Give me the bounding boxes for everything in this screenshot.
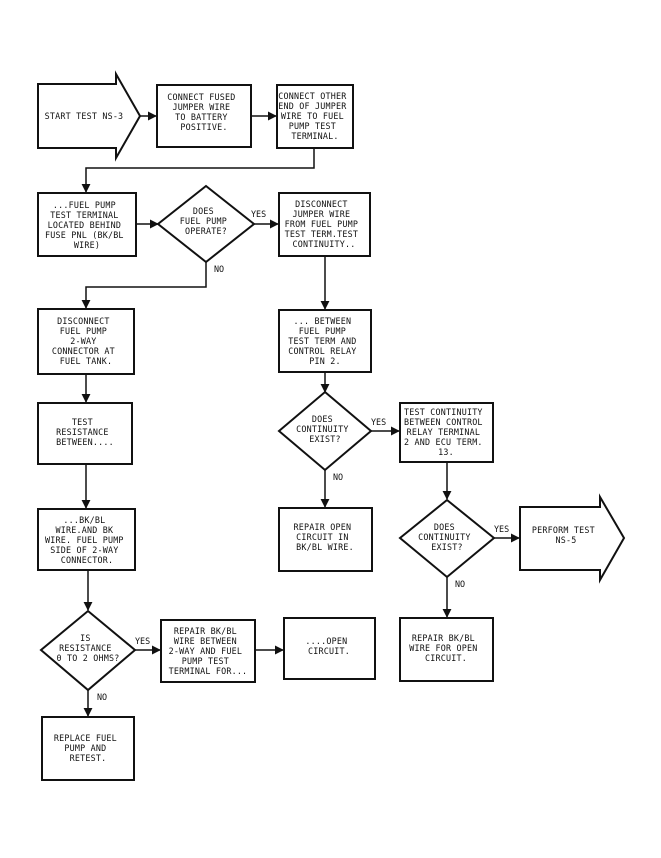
decision-continuity-exist-1: DOES CONTINUITY EXIST? xyxy=(277,390,373,472)
svg-text:REPAIR BK/BL WIRE BETWEE: REPAIR BK/BL WIRE BETWEEN 2-WAY AND FUEL… xyxy=(169,626,248,676)
decision-continuity-exist-2: DOES CONTINUITY EXIST? xyxy=(398,498,496,579)
decision-resistance-0-to-2-ohms: IS RESISTANCE 0 TO 2 OHMS? xyxy=(39,609,137,692)
connector-d1-n5 xyxy=(81,262,207,309)
svg-text:CONNECT FUSED JUMPER WIR: CONNECT FUSED JUMPER WIRE TO BATTERY POS… xyxy=(167,92,240,132)
node-test-continuity-relay-ecu: TEST CONTINUITY BETWEEN CONTROL RELAY TE… xyxy=(399,402,494,463)
start-label: START TEST NS-3 xyxy=(45,111,124,121)
d2-no-label: NO xyxy=(333,472,343,482)
decision-fuel-pump-operate: DOES FUEL PUMP OPERATE? xyxy=(156,184,256,264)
svg-text:....OPEN CIRCUIT.: ....OPEN CIRCUIT. xyxy=(305,636,352,656)
svg-text:DOES FUEL PUMP OPE: DOES FUEL PUMP OPERATE? xyxy=(180,206,232,236)
d3-yes-label: YES xyxy=(494,524,509,534)
node-connect-fused-jumper: CONNECT FUSED JUMPER WIRE TO BATTERY POS… xyxy=(156,84,252,148)
d3-no-label: NO xyxy=(455,579,465,589)
d4-yes-label: YES xyxy=(135,636,150,646)
svg-text:DOES CONTINUITY EX: DOES CONTINUITY EXIST? xyxy=(296,414,354,444)
node-fuel-pump-test-terminal: ...FUEL PUMP TEST TERMINAL LOCATED BEHIN… xyxy=(37,192,137,257)
connector-n2-n3 xyxy=(81,148,315,193)
node-test-resistance-between: TEST RESISTANCE BETWEEN.... xyxy=(37,402,133,465)
svg-text:IS RESISTANCE 0 TO: IS RESISTANCE 0 TO 2 OHMS? xyxy=(57,633,120,663)
svg-text:TEST RESISTANCE BE: TEST RESISTANCE BETWEEN.... xyxy=(56,417,114,447)
node-bk-bl-wire-fuel-pump-side: ...BK/BL WIRE.AND BK WIRE. FUEL PUMP SID… xyxy=(37,508,136,571)
svg-text:DISCONNECT FUEL PUMP: DISCONNECT FUEL PUMP 2-WAY CONNECTOR AT … xyxy=(52,316,120,366)
svg-text:...FUEL PUMP TEST TERMIN: ...FUEL PUMP TEST TERMINAL LOCATED BEHIN… xyxy=(45,200,129,250)
svg-text:DISCONNECT JUMPER WIRE: DISCONNECT JUMPER WIRE FROM FUEL PUMP TE… xyxy=(285,199,364,249)
svg-text:REPLACE FUEL PUMP AND: REPLACE FUEL PUMP AND RETEST. xyxy=(54,733,122,763)
branch-labels: YES NO YES NO YES NO YES NO xyxy=(97,209,509,702)
start-node: START TEST NS-3 xyxy=(37,70,142,162)
svg-text:...BK/BL WIRE.AND BK: ...BK/BL WIRE.AND BK WIRE. FUEL PUMP SID… xyxy=(45,515,129,565)
d1-no-label: NO xyxy=(214,264,224,274)
node-repair-bk-bl-wire-between: REPAIR BK/BL WIRE BETWEEN 2-WAY AND FUEL… xyxy=(160,619,256,683)
node-between-fuel-pump-control-relay: ... BETWEEN FUEL PUMP TEST TERM AND CONT… xyxy=(278,309,372,373)
svg-text:CONNECT OTHER END OF JUM: CONNECT OTHER END OF JUMPER WIRE TO FUEL… xyxy=(278,91,351,141)
svg-text:REPAIR OPEN CIRCUIT IN: REPAIR OPEN CIRCUIT IN BK/BL WIRE. xyxy=(294,522,357,552)
node-replace-fuel-pump-retest: REPLACE FUEL PUMP AND RETEST. xyxy=(41,716,135,781)
svg-text:TEST CONTINUITY BETWEEN: TEST CONTINUITY BETWEEN CONTROL RELAY TE… xyxy=(404,407,488,457)
d4-no-label: NO xyxy=(97,692,107,702)
svg-text:DOES CONTINUITY EX: DOES CONTINUITY EXIST? xyxy=(418,522,476,552)
svg-text:... BETWEEN FUEL PUMP: ... BETWEEN FUEL PUMP TEST TERM AND CONT… xyxy=(288,316,361,366)
node-repair-open-circuit-bk-bl: REPAIR OPEN CIRCUIT IN BK/BL WIRE. xyxy=(278,507,373,572)
node-open-circuit: ....OPEN CIRCUIT. xyxy=(283,617,376,680)
node-perform-test-ns5: PERFORM TEST NS-5 xyxy=(519,493,626,584)
start-arrow-shape xyxy=(37,70,142,162)
connectors xyxy=(81,111,520,717)
d1-yes-label: YES xyxy=(251,209,266,219)
svg-text:REPAIR BK/BL WIRE FOR OP: REPAIR BK/BL WIRE FOR OPEN CIRCUIT. xyxy=(409,633,482,663)
node-connect-other-end: CONNECT OTHER END OF JUMPER WIRE TO FUEL… xyxy=(276,84,354,149)
node-disconnect-fuel-pump-connector: DISCONNECT FUEL PUMP 2-WAY CONNECTOR AT … xyxy=(37,308,135,375)
svg-text:PERFORM TEST NS-5: PERFORM TEST NS-5 xyxy=(532,525,600,545)
node-repair-bk-bl-wire-open-circuit: REPAIR BK/BL WIRE FOR OPEN CIRCUIT. xyxy=(399,617,494,682)
d2-yes-label: YES xyxy=(371,417,386,427)
node-disconnect-jumper-wire: DISCONNECT JUMPER WIRE FROM FUEL PUMP TE… xyxy=(278,192,371,257)
